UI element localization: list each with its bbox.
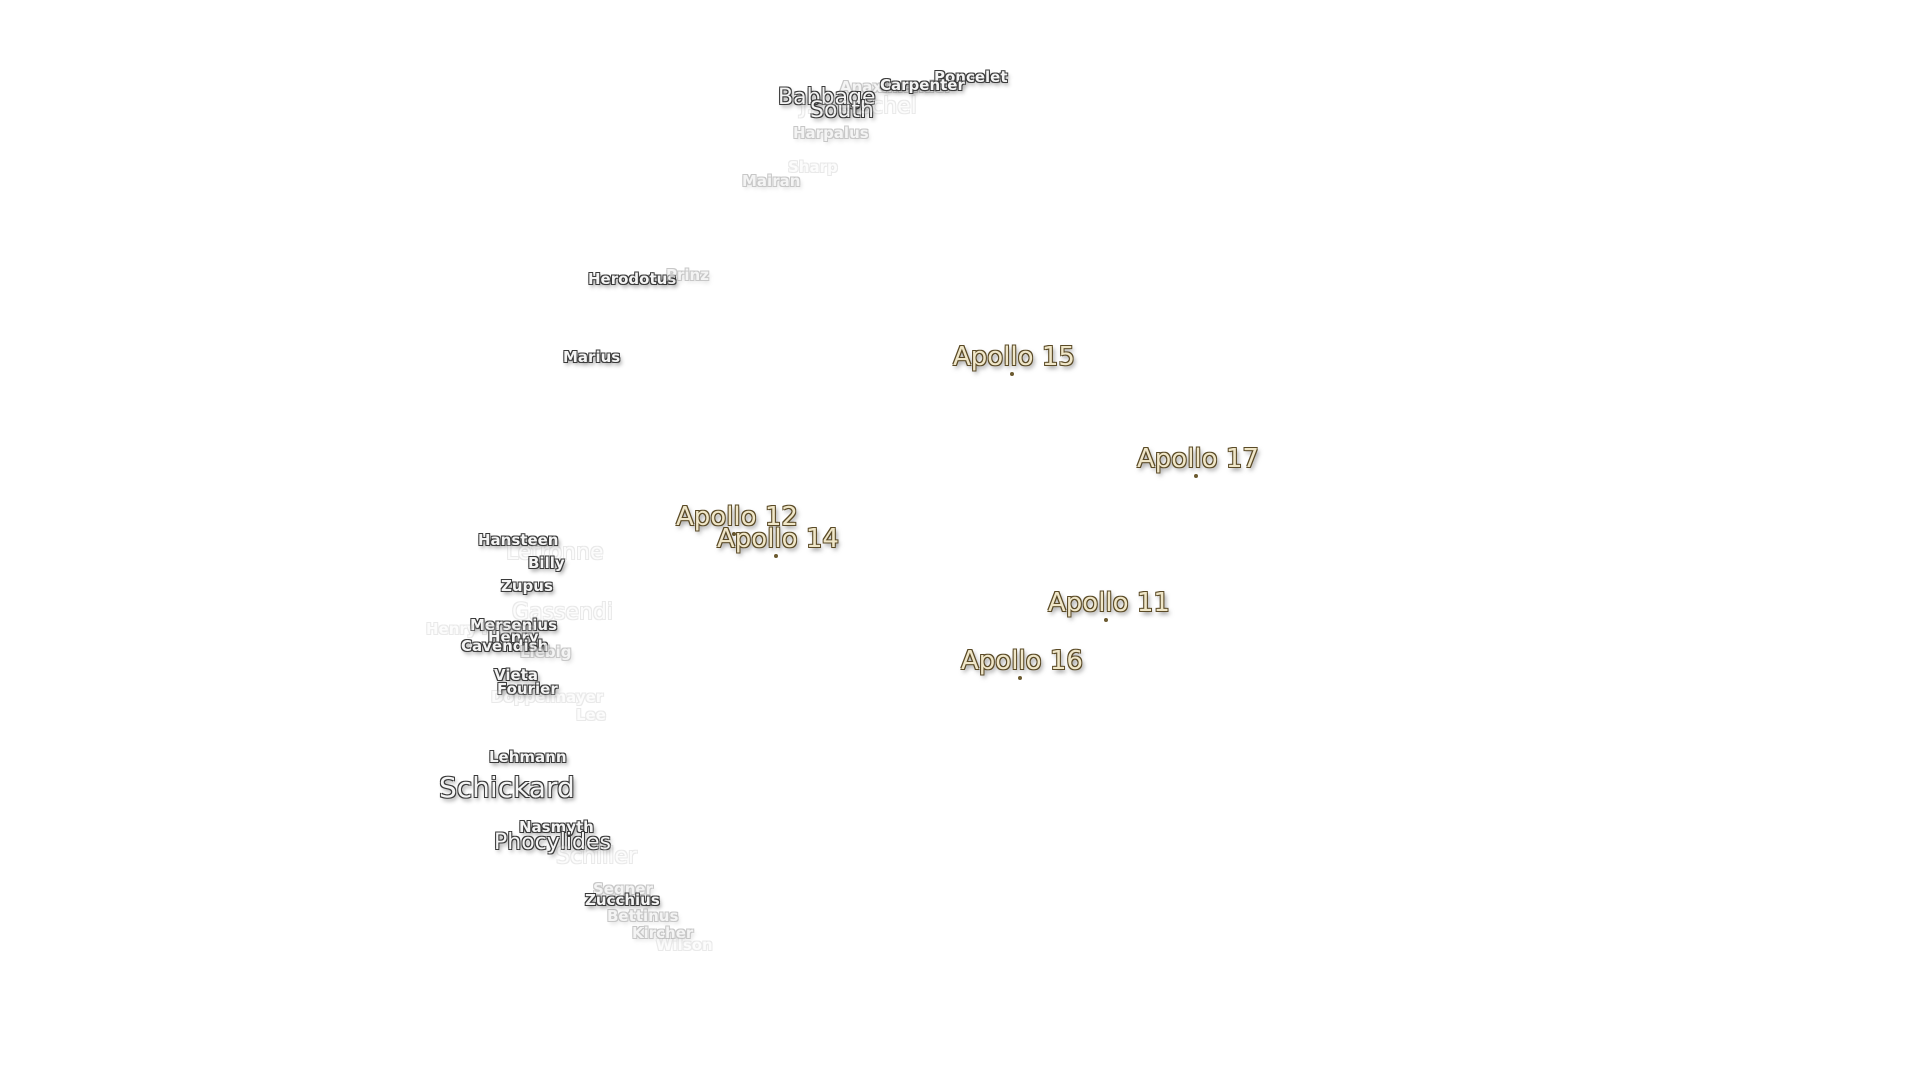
crater-label-doppelmayer[interactable]: Doppelmayer: [491, 688, 604, 706]
apollo-16-site-marker[interactable]: [1018, 676, 1022, 680]
apollo-12-label[interactable]: Apollo 12: [676, 502, 798, 532]
crater-label-schiller[interactable]: Schiller: [556, 844, 637, 869]
crater-label-henry-freres[interactable]: Henry Frères: [426, 620, 536, 638]
apollo-11-site-marker[interactable]: [1104, 618, 1108, 622]
crater-label-harpalus[interactable]: Harpalus: [793, 124, 869, 142]
crater-label-cavendish[interactable]: Cavendish: [461, 637, 549, 655]
crater-label-liebig[interactable]: Liebig: [520, 643, 572, 661]
crater-label-hansteen[interactable]: Hansteen: [478, 531, 559, 549]
crater-label-zupus[interactable]: Zupus: [501, 577, 553, 595]
crater-label-phocylides[interactable]: Phocylides: [494, 830, 611, 855]
crater-label-prinz[interactable]: Prinz: [666, 266, 709, 284]
crater-label-marius[interactable]: Marius: [563, 348, 621, 366]
crater-label-poncelet[interactable]: Poncelet: [934, 68, 1008, 86]
apollo-11-label[interactable]: Apollo 11: [1048, 588, 1170, 618]
crater-label-j-herschel[interactable]: J. Herschel: [800, 94, 917, 119]
crater-label-mairan[interactable]: Mairan: [742, 172, 801, 190]
crater-label-lehmann[interactable]: Lehmann: [489, 748, 567, 766]
crater-label-herodotus[interactable]: Herodotus: [588, 270, 677, 288]
crater-label-zucchius[interactable]: Zucchius: [585, 891, 660, 909]
crater-label-mersenius[interactable]: Mersenius: [470, 616, 558, 634]
crater-label-anaximander[interactable]: Anaximander: [840, 78, 952, 96]
crater-label-gassendi[interactable]: Gassendi: [512, 600, 614, 625]
crater-label-south[interactable]: South: [810, 98, 874, 123]
apollo-16-label[interactable]: Apollo 16: [961, 646, 1083, 676]
crater-label-kircher[interactable]: Kircher: [632, 924, 694, 942]
crater-label-lee[interactable]: Lee: [576, 706, 606, 724]
crater-label-wilson[interactable]: Wilson: [656, 936, 713, 954]
apollo-12-site-marker[interactable]: [732, 532, 736, 536]
crater-label-billy[interactable]: Billy: [528, 554, 565, 572]
crater-label-fourier[interactable]: Fourier: [497, 680, 558, 698]
crater-label-schickard[interactable]: Schickard: [439, 771, 575, 804]
crater-label-letronne[interactable]: Letronne: [506, 540, 604, 565]
apollo-15-site-marker[interactable]: [1010, 372, 1014, 376]
apollo-17-label[interactable]: Apollo 17: [1137, 444, 1259, 474]
crater-label-vieta[interactable]: Vieta: [494, 666, 538, 684]
crater-label-sharp[interactable]: Sharp: [788, 158, 838, 176]
apollo-15-label[interactable]: Apollo 15: [953, 342, 1075, 372]
apollo-14-label[interactable]: Apollo 14: [717, 524, 839, 554]
crater-label-nasmyth[interactable]: Nasmyth: [519, 818, 594, 836]
crater-label-henry[interactable]: Henry: [488, 628, 539, 646]
crater-label-bettinus[interactable]: Bettinus: [607, 907, 679, 925]
crater-label-segner[interactable]: Segner: [593, 880, 653, 898]
apollo-17-site-marker[interactable]: [1194, 474, 1198, 478]
crater-label-babbage[interactable]: Babbage: [778, 85, 876, 110]
crater-label-carpenter[interactable]: Carpenter: [880, 76, 965, 94]
apollo-14-site-marker[interactable]: [774, 554, 778, 558]
